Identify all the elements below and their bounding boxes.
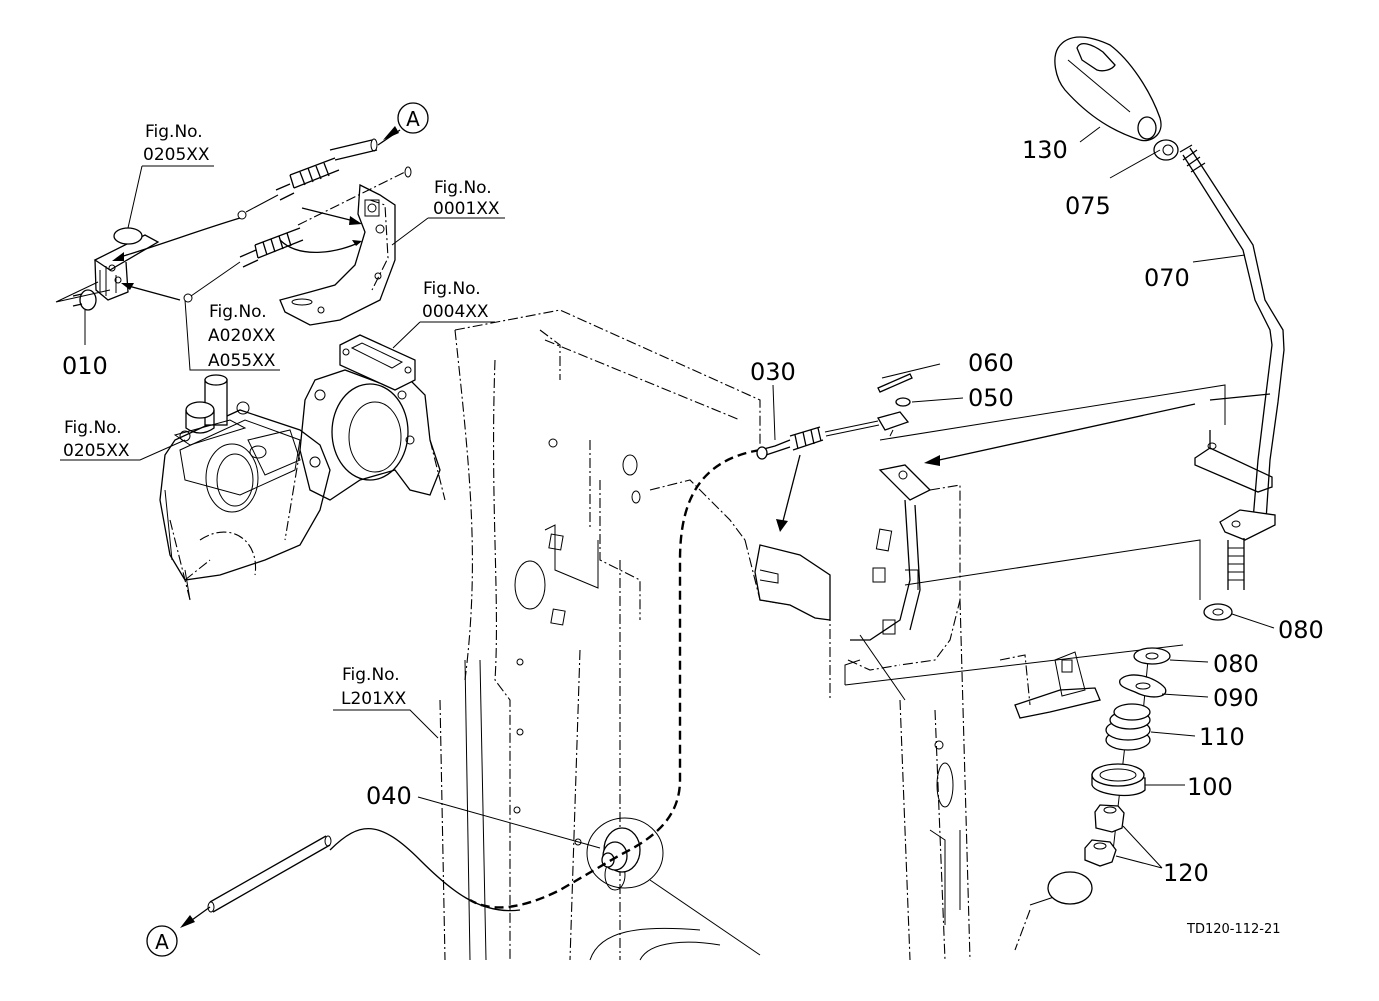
cable-030-drawing bbox=[756, 373, 913, 532]
part-number-030: 030 bbox=[750, 358, 796, 386]
cable-route-line bbox=[469, 448, 761, 909]
upper-cable-drawing bbox=[237, 126, 401, 220]
selector-lever-drawing bbox=[55, 207, 362, 311]
fig-caption: Fig.No. bbox=[145, 122, 203, 142]
flange-housing-drawing bbox=[284, 334, 446, 541]
part-number-080-lower: 080 bbox=[1213, 650, 1259, 678]
part-number-120: 120 bbox=[1163, 859, 1209, 887]
fig-code: 0001XX bbox=[433, 199, 500, 219]
part-number-075: 075 bbox=[1065, 192, 1111, 220]
fig-code: A055XX bbox=[208, 351, 276, 371]
part-number-130: 130 bbox=[1022, 136, 1068, 164]
spring-stack-drawing bbox=[1084, 647, 1171, 867]
fig-ref-0001: Fig.No. 0001XX bbox=[433, 178, 500, 219]
connector-a-top-label: A bbox=[406, 107, 420, 131]
lever-guide-drawing bbox=[754, 384, 1273, 951]
part-number-050: 050 bbox=[968, 384, 1014, 412]
drawing-code: TD120-112-21 bbox=[1186, 922, 1281, 937]
fig-code: 0004XX bbox=[422, 302, 489, 322]
fig-ref-l201: Fig.No. L201XX bbox=[341, 665, 407, 709]
part-number-010: 010 bbox=[62, 352, 108, 380]
fig-ref-a020-a055: Fig.No. A020XX A055XX bbox=[208, 302, 276, 371]
lower-cable-drawing bbox=[183, 166, 412, 303]
fig-code: 0205XX bbox=[63, 441, 130, 461]
cable-outer-line bbox=[329, 827, 521, 912]
fig-ref-0205-top: Fig.No. 0205XX bbox=[143, 122, 210, 165]
fig-caption: Fig.No. bbox=[209, 302, 267, 322]
part-number-070: 070 bbox=[1144, 264, 1190, 292]
fig-caption: Fig.No. bbox=[342, 665, 400, 685]
part-number-060: 060 bbox=[968, 349, 1014, 377]
lower-cable-end-drawing bbox=[180, 835, 332, 928]
part-number-100: 100 bbox=[1187, 773, 1233, 801]
knob-drawing bbox=[1054, 36, 1179, 161]
fig-caption: Fig.No. bbox=[64, 418, 122, 438]
part-number-080-upper: 080 bbox=[1278, 616, 1324, 644]
fig-caption: Fig.No. bbox=[423, 279, 481, 299]
cable-bracket-drawing bbox=[279, 183, 396, 326]
part-number-090: 090 bbox=[1213, 684, 1259, 712]
connector-a-top: A bbox=[397, 102, 429, 134]
fig-code: 0205XX bbox=[143, 145, 210, 165]
connector-a-bottom-label: A bbox=[155, 930, 169, 954]
connector-a-bottom: A bbox=[146, 925, 178, 957]
fig-code: A020XX bbox=[208, 326, 276, 346]
fig-ref-0205-mid: Fig.No. 0205XX bbox=[63, 418, 130, 461]
fig-code: L201XX bbox=[341, 689, 407, 709]
part-number-110: 110 bbox=[1199, 723, 1245, 751]
shift-lever-drawing bbox=[1179, 144, 1285, 621]
leader-lines bbox=[60, 126, 1275, 869]
transmission-housing-drawing bbox=[159, 374, 331, 601]
part-number-040: 040 bbox=[366, 782, 412, 810]
center-panel-drawing bbox=[439, 309, 971, 961]
fig-ref-0004: Fig.No. 0004XX bbox=[422, 279, 489, 322]
fig-caption: Fig.No. bbox=[434, 178, 492, 198]
